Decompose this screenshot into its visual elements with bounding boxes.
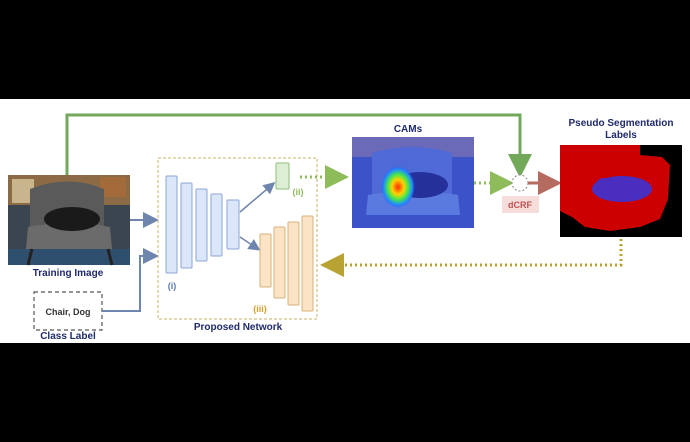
class-label-text: Chair, Dog <box>45 307 90 317</box>
proposed-network-label: Proposed Network <box>194 322 283 333</box>
training-image <box>8 175 130 266</box>
classifier-label: (ii) <box>293 187 304 197</box>
diagram-canvas: Training Image Chair, Dog Class Label Pr… <box>0 99 690 343</box>
cams-label: CAMs <box>394 124 423 135</box>
encoder-label: (i) <box>168 281 177 291</box>
dcrf-label: dCRF <box>508 200 532 210</box>
diagram-svg: Training Image Chair, Dog Class Label Pr… <box>8 113 682 342</box>
pseudo-seg-title-2: Labels <box>605 130 637 141</box>
dcrf-node <box>511 174 529 192</box>
dcrf-badge <box>502 196 539 213</box>
encoder-to-decoder-arrow <box>239 236 261 251</box>
image-to-dcrf-arrow <box>65 113 532 178</box>
encoder-to-classifier-arrow <box>239 182 276 213</box>
labels-to-decoder-arrow <box>320 239 623 277</box>
class-label-caption: Class Label <box>40 331 96 342</box>
training-image-label: Training Image <box>33 268 104 279</box>
label-to-network-arrow <box>102 248 159 312</box>
pseudo-seg-image <box>560 145 682 237</box>
classifier-block <box>275 162 290 190</box>
encoder <box>165 175 240 274</box>
cams-image <box>352 137 474 228</box>
pseudo-seg-title-1: Pseudo Segmentation <box>568 118 673 129</box>
decoder-label: (iii) <box>253 304 267 314</box>
decoder <box>259 215 314 312</box>
